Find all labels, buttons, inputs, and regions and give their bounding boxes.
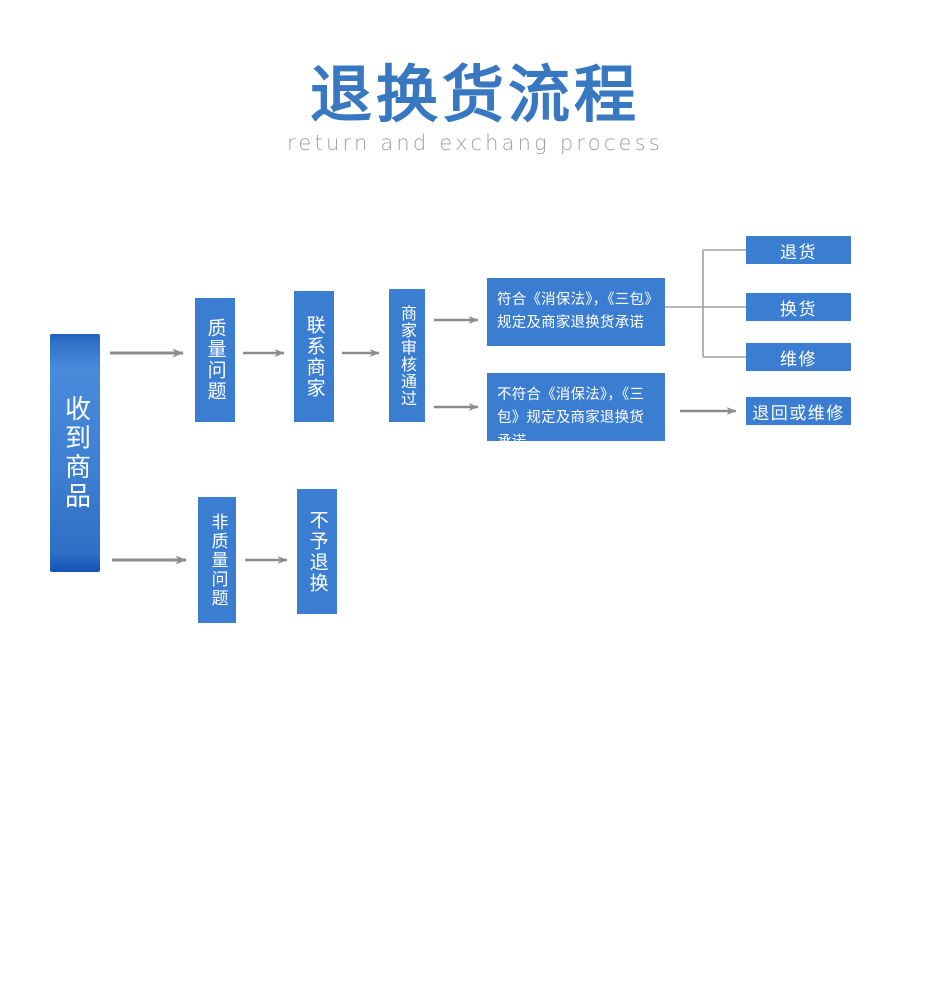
node-label: 非质量问题: [207, 512, 228, 608]
page-header: 退换货流程 return and exchang process: [0, 62, 950, 155]
node-compliant-regulations[interactable]: 符合《消保法》，《三包》规定及商家退换货承诺: [487, 278, 665, 346]
node-label: 商家审核通过: [397, 304, 417, 407]
node-received-goods[interactable]: 收到商品: [50, 334, 100, 572]
node-return-or-repair[interactable]: 退回或维修: [746, 397, 851, 425]
node-quality-issue[interactable]: 质量问题: [195, 298, 235, 422]
node-contact-merchant[interactable]: 联系商家: [294, 291, 334, 422]
node-label: 联系商家: [303, 314, 326, 399]
node-noncompliant-regulations[interactable]: 不符合《消保法》，《三包》规定及商家退换货承诺: [487, 373, 665, 450]
node-merchant-review-passed[interactable]: 商家审核通过: [389, 289, 425, 422]
node-non-quality-issue[interactable]: 非质量问题: [198, 497, 236, 623]
node-exchange[interactable]: 换货: [746, 293, 851, 321]
page-title: 退换货流程: [309, 58, 640, 131]
page-subtitle: return and exchang process: [287, 131, 663, 156]
node-repair[interactable]: 维修: [746, 343, 851, 371]
node-label: 收到商品: [60, 395, 91, 511]
node-label: 不予退换: [306, 509, 329, 594]
node-label: 质量问题: [204, 318, 227, 402]
node-no-return-or-exchange[interactable]: 不予退换: [297, 489, 337, 614]
node-refund[interactable]: 退货: [746, 236, 851, 264]
